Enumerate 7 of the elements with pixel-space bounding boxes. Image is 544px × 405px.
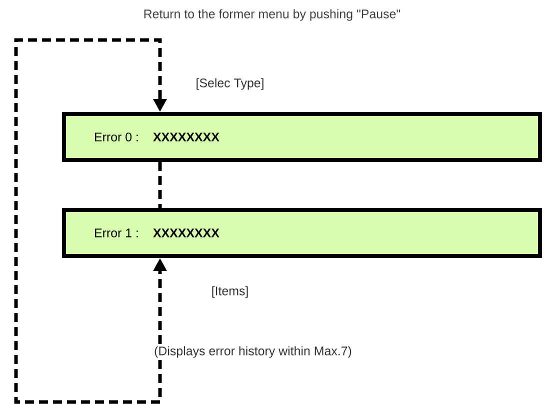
- error-box: Error 1 : XXXXXXXX: [62, 208, 542, 258]
- edge-label: [Selec Type]: [194, 77, 266, 91]
- heading: Return to the former menu by pushing "Pause": [144, 9, 400, 21]
- note-text: (Displays error history within Max.7): [154, 346, 352, 358]
- edge-label: [Items]: [210, 285, 250, 299]
- arrow: [14, 38, 168, 404]
- error-box: Error 0 : XXXXXXXX: [62, 112, 542, 162]
